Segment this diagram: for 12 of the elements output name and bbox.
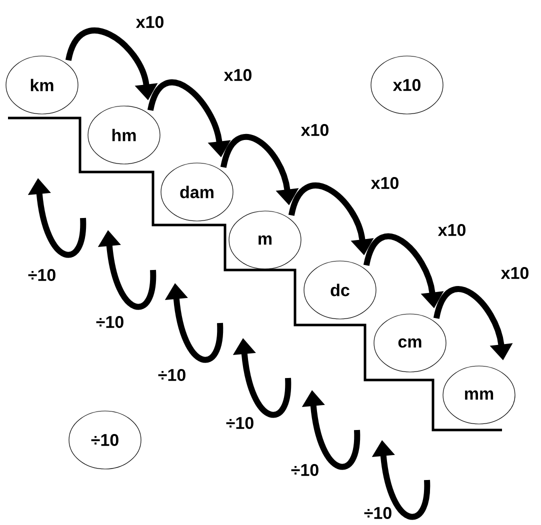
edge-label: x10 [224, 68, 252, 82]
operation-label: ÷10 [364, 506, 392, 520]
operation-label: ÷10 [96, 316, 124, 328]
operation-label: ÷10 [158, 368, 186, 382]
edge-label: x10 [136, 16, 164, 28]
edge-label: x10 [300, 124, 328, 136]
edge-label: x10 [370, 176, 398, 190]
edge-label: x10 [438, 224, 466, 236]
operation-label: ÷10 [291, 464, 318, 476]
operation-label: ÷10 [226, 416, 254, 430]
edge-label: x10 [500, 266, 528, 280]
operation-label: ÷10 [28, 268, 56, 282]
